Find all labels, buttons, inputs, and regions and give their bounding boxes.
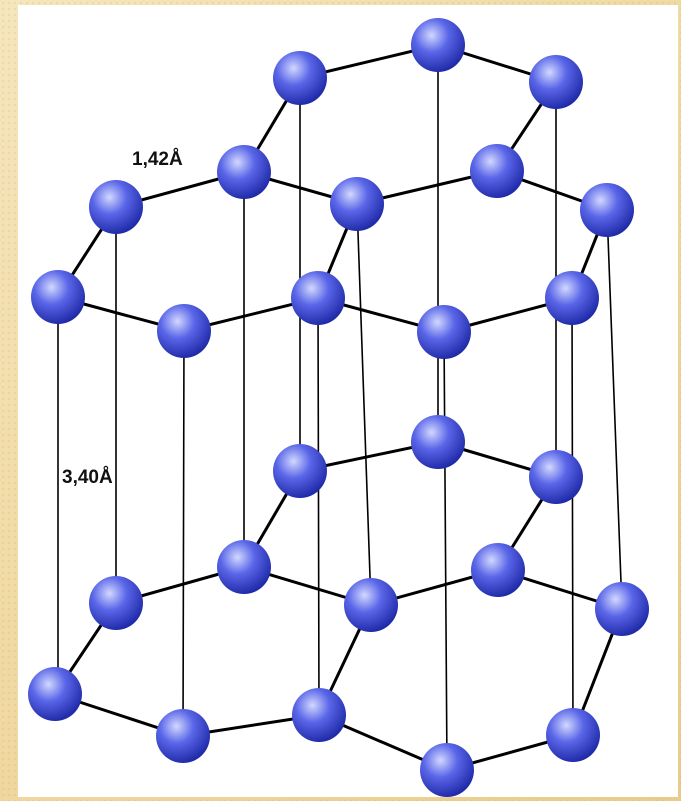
carbon-atom [292,688,346,742]
carbon-atom [291,271,345,325]
interlayer-line [443,331,448,771]
carbon-atom [580,183,634,237]
interlayer-line [571,297,574,736]
carbon-atom [217,145,271,199]
diagram-panel: 1,42Å 3,40Å [18,5,678,797]
carbon-atom [595,582,649,636]
carbon-atom [157,304,211,358]
carbon-atom [546,708,600,762]
carbon-atom [529,450,583,504]
carbon-atom [344,578,398,632]
bond-length-label: 1,42Å [132,149,183,170]
carbon-atom [545,271,599,325]
interlayer-line [182,330,185,737]
carbon-atom [31,270,85,324]
interlayer-line [606,209,623,610]
carbon-atom [273,444,327,498]
carbon-atom [411,415,465,469]
atoms-layer [28,18,649,797]
carbon-atom [417,305,471,359]
graphite-lattice-diagram: 1,42Å 3,40Å [28,18,649,797]
carbon-atom [529,55,583,109]
carbon-atom [89,180,143,234]
carbon-atom [273,51,327,105]
carbon-atom [420,743,474,797]
carbon-atom [28,667,82,721]
interlayer-line [317,297,320,716]
carbon-atom [470,144,524,198]
carbon-atom [89,576,143,630]
carbon-atom [156,709,210,763]
layer-spacing-label: 3,40Å [62,467,113,488]
labels-layer: 1,42Å 3,40Å [62,149,183,488]
carbon-atom [471,543,525,597]
interlayer-line [356,203,372,606]
carbon-atom [411,18,465,72]
carbon-atom [217,540,271,594]
carbon-atom [330,177,384,231]
